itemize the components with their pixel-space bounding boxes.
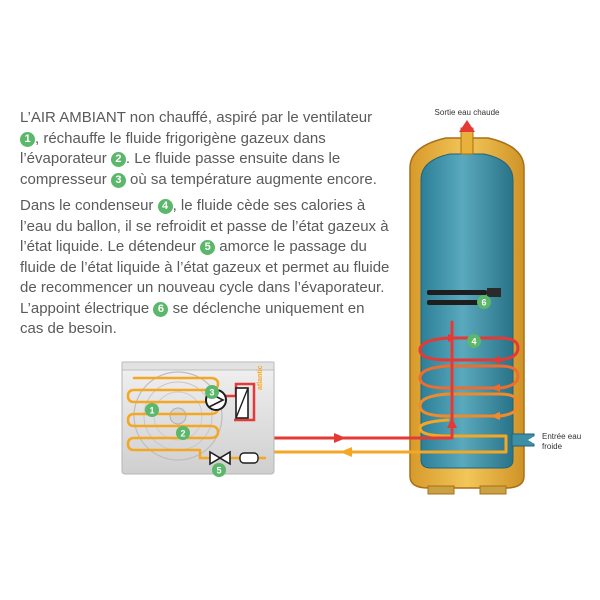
fan-hub [169,407,187,425]
coil-arrow [490,356,500,364]
unit-brand-label: atlantic [257,365,264,390]
text-segment: . Le fluide passe ensuite dans le compre… [20,150,341,188]
outdoor-heat-pump-unit: atlantic [121,361,275,475]
badge-compressor: 3 [205,385,219,399]
hot-supply-arrow [447,418,457,428]
hot-outlet-arrow [459,120,475,132]
cold-water-inlet-label-line1: Entrée eau [542,432,581,441]
text-segment: , le fluide cède ses calories à l’eau du… [20,197,389,255]
badge-4: 4 [157,199,173,214]
filter-drier [239,452,259,464]
condenser-coil [418,334,520,438]
badge-condenser: 4 [467,334,481,348]
expansion-valve [209,450,231,466]
cold-water-inlet-label-line2: froide [542,442,563,451]
cool-return-arrow [340,447,352,457]
text-segment: se déclenche uniquement en cas de besoin… [20,299,365,338]
description-paragraph-2: Dans le condenseur 4, le fluide cède ses… [20,196,390,340]
electric-heater-element [427,300,479,305]
electric-heater-plug [487,288,501,297]
text-segment: amorce le passage du fluide de l’état li… [20,238,390,317]
badge-compressor-number: 3 [209,388,214,398]
coil-arrow [490,384,500,392]
tank-foot [479,485,507,495]
unit-top-edge [121,361,275,371]
hot-water-outlet-label: Sortie eau chaude [435,108,500,117]
badge-5: 5 [200,240,216,255]
text-segment: , réchauffe le fluide frigorigène gazeux… [20,129,326,168]
text-segment: Dans le condenseur [20,197,158,214]
description-paragraph-1: L’AIR AMBIANT non chauffé, aspiré par le… [20,108,390,190]
badge-2: 2 [110,152,126,167]
badge-electric-heater: 6 [477,295,491,309]
badge-6: 6 [153,301,169,317]
badge-evaporator-number: 2 [180,429,185,439]
badge-expansion-valve: 5 [212,463,226,477]
fan-grille [133,371,223,461]
badge-condenser-number: 4 [471,337,476,347]
badge-evaporator: 2 [176,426,190,440]
badge-3: 3 [110,172,126,188]
coil-arrow [490,412,500,420]
hot-supply-arrow [334,433,346,443]
internal-hot-pipe [222,382,256,422]
electric-heater-element [427,290,487,295]
evaporator-coil [126,376,220,452]
badge-1: 1 [20,131,35,147]
badge-fan: 1 [145,403,159,417]
badge-fan-number: 1 [149,406,154,416]
text-segment: L’AIR AMBIANT non chauffé, aspiré par le… [20,109,373,126]
badge-expansion-valve-number: 5 [216,466,221,476]
control-box-line [235,387,249,419]
water-tank [409,120,538,495]
cold-inlet-arrow [528,434,538,446]
badge-electric-heater-number: 6 [481,298,486,308]
coil-loop [418,418,502,438]
tank-foot [427,485,455,495]
text-segment: où sa température augmente encore. [125,170,377,188]
